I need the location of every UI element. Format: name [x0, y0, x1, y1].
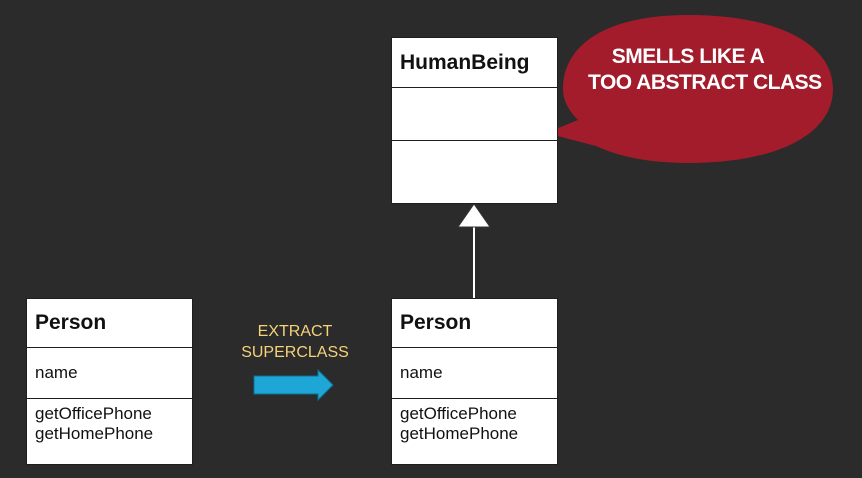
class-methods: getOfficePhone getHomePhone: [27, 399, 192, 464]
method-get-home-phone: getHomePhone: [35, 424, 154, 443]
method-get-office-phone: getOfficePhone: [35, 404, 152, 423]
callout-line2: TOO ABSTRACT CLASS: [588, 71, 822, 94]
human-being-class: HumanBeing: [391, 37, 558, 204]
extract-arrow: [253, 368, 334, 402]
callout-line1: SMELLS LIKE A: [611, 45, 765, 68]
method-get-home-phone: getHomePhone: [400, 424, 519, 443]
inheritance-triangle: [457, 203, 491, 228]
person-class-before: Person name getOfficePhone getHomePhone: [26, 298, 193, 465]
class-methods: getOfficePhone getHomePhone: [392, 399, 557, 464]
class-attributes-empty: [392, 88, 557, 141]
method-get-office-phone: getOfficePhone: [400, 404, 517, 423]
class-attribute: name: [27, 348, 192, 399]
class-attribute: name: [392, 348, 557, 399]
extract-label-line2: SUPERCLASS: [241, 344, 349, 361]
person-class-after: Person name getOfficePhone getHomePhone: [391, 298, 558, 465]
extract-superclass-label: EXTRACT SUPERCLASS: [222, 321, 368, 363]
class-name: HumanBeing: [392, 38, 557, 88]
callout-text: SMELLS LIKE A TOO ABSTRACT CLASS: [588, 44, 822, 96]
class-name: Person: [27, 299, 192, 348]
class-name: Person: [392, 299, 557, 348]
class-methods-empty: [392, 141, 557, 203]
extract-label-line1: EXTRACT: [257, 323, 333, 340]
speech-bubble: [546, 15, 833, 163]
